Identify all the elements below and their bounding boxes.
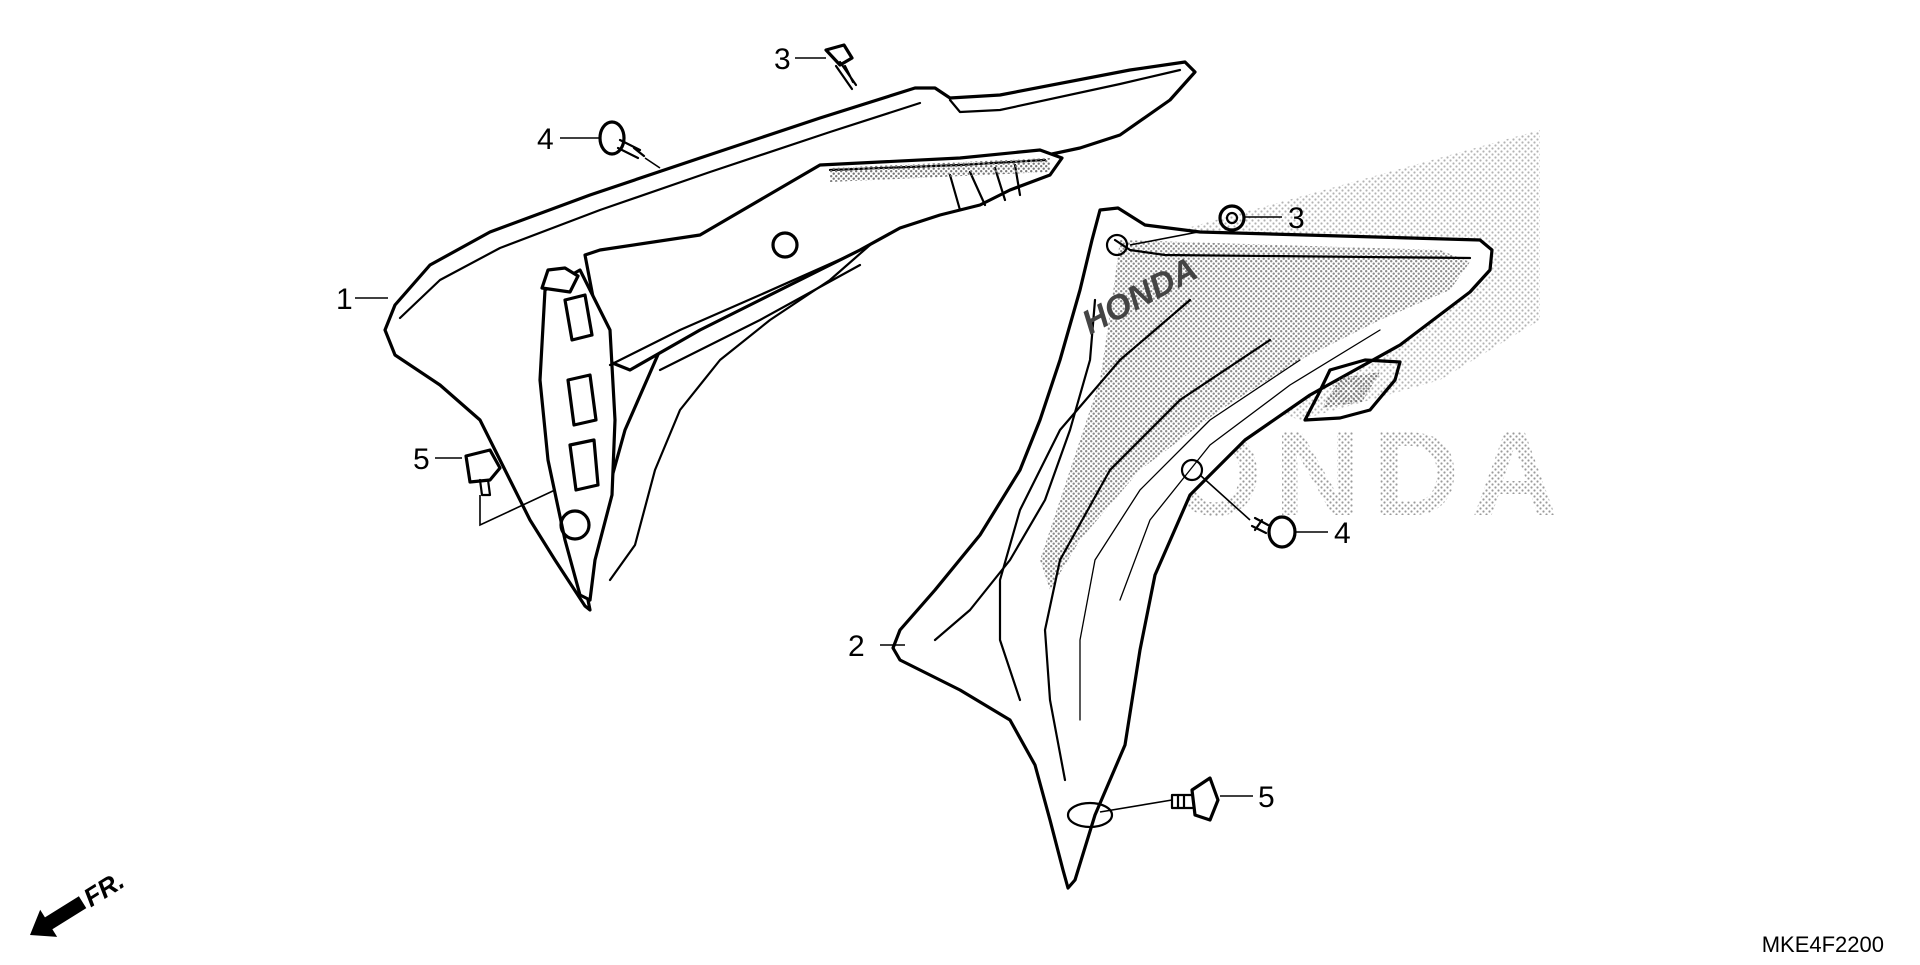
right-shroud-inner-6 [1119,329,1381,601]
flange-bolt-5-left [464,448,502,497]
right-shroud-inner-3 [998,298,1192,702]
callout-3-right: 3 [1288,202,1305,235]
right-shroud-inner-5 [1079,359,1301,721]
left-shroud-curve-1 [608,243,872,582]
shroud-graphic-dots [1040,240,1470,590]
right-shroud: HONDA HONDA [891,130,1558,890]
right-shroud-inner-1 [1113,238,1472,260]
rail-slot-1 [563,293,594,342]
leader-lines [355,57,1328,813]
right-shroud-inner-4 [1043,338,1272,782]
left-shroud-top-edge [398,101,922,320]
left-shroud-top-edge-2 [948,68,1182,114]
front-arrow-icon [30,896,87,937]
callout-2: 2 [848,630,865,663]
callout-1: 1 [336,283,353,316]
collar-bolt-4-left [598,120,646,160]
callout-3-top: 3 [774,43,791,76]
right-shroud-inner-2 [933,298,1097,642]
callout-5-left: 5 [413,443,430,476]
fasteners [464,43,1297,822]
mount-hole-top [1105,233,1129,257]
mount-hole-mid [1180,458,1204,482]
callout-5-right: 5 [1258,781,1275,814]
diagram-code: MKE4F2200 [1762,932,1884,957]
right-shroud-outline [891,206,1494,890]
mount-hole-bottom [1066,801,1114,829]
left-shroud-bracket [583,148,1064,372]
vent-window [1303,358,1402,422]
bracket-ribs [948,163,1022,212]
left-shroud [383,60,1197,612]
front-label: FR. [78,865,129,913]
screw-3-right [1218,204,1246,232]
bracket-dots [830,158,1050,182]
rail-slot-3 [568,438,600,492]
callout-4-left: 4 [537,123,554,156]
left-mount-hole [771,231,799,259]
screw-3-top [824,43,858,91]
rail-hole-bottom [559,509,591,541]
rail-tab [540,266,580,294]
left-shroud-curve-2 [658,263,862,372]
flange-bolt-5-right [1170,776,1220,822]
callouts: 3 4 1 5 3 4 2 5 [336,43,1351,814]
front-direction-indicator: FR. [30,865,129,937]
rail-slot-2 [566,373,598,427]
callout-4-right: 4 [1334,517,1351,550]
mount-rail [538,268,617,602]
